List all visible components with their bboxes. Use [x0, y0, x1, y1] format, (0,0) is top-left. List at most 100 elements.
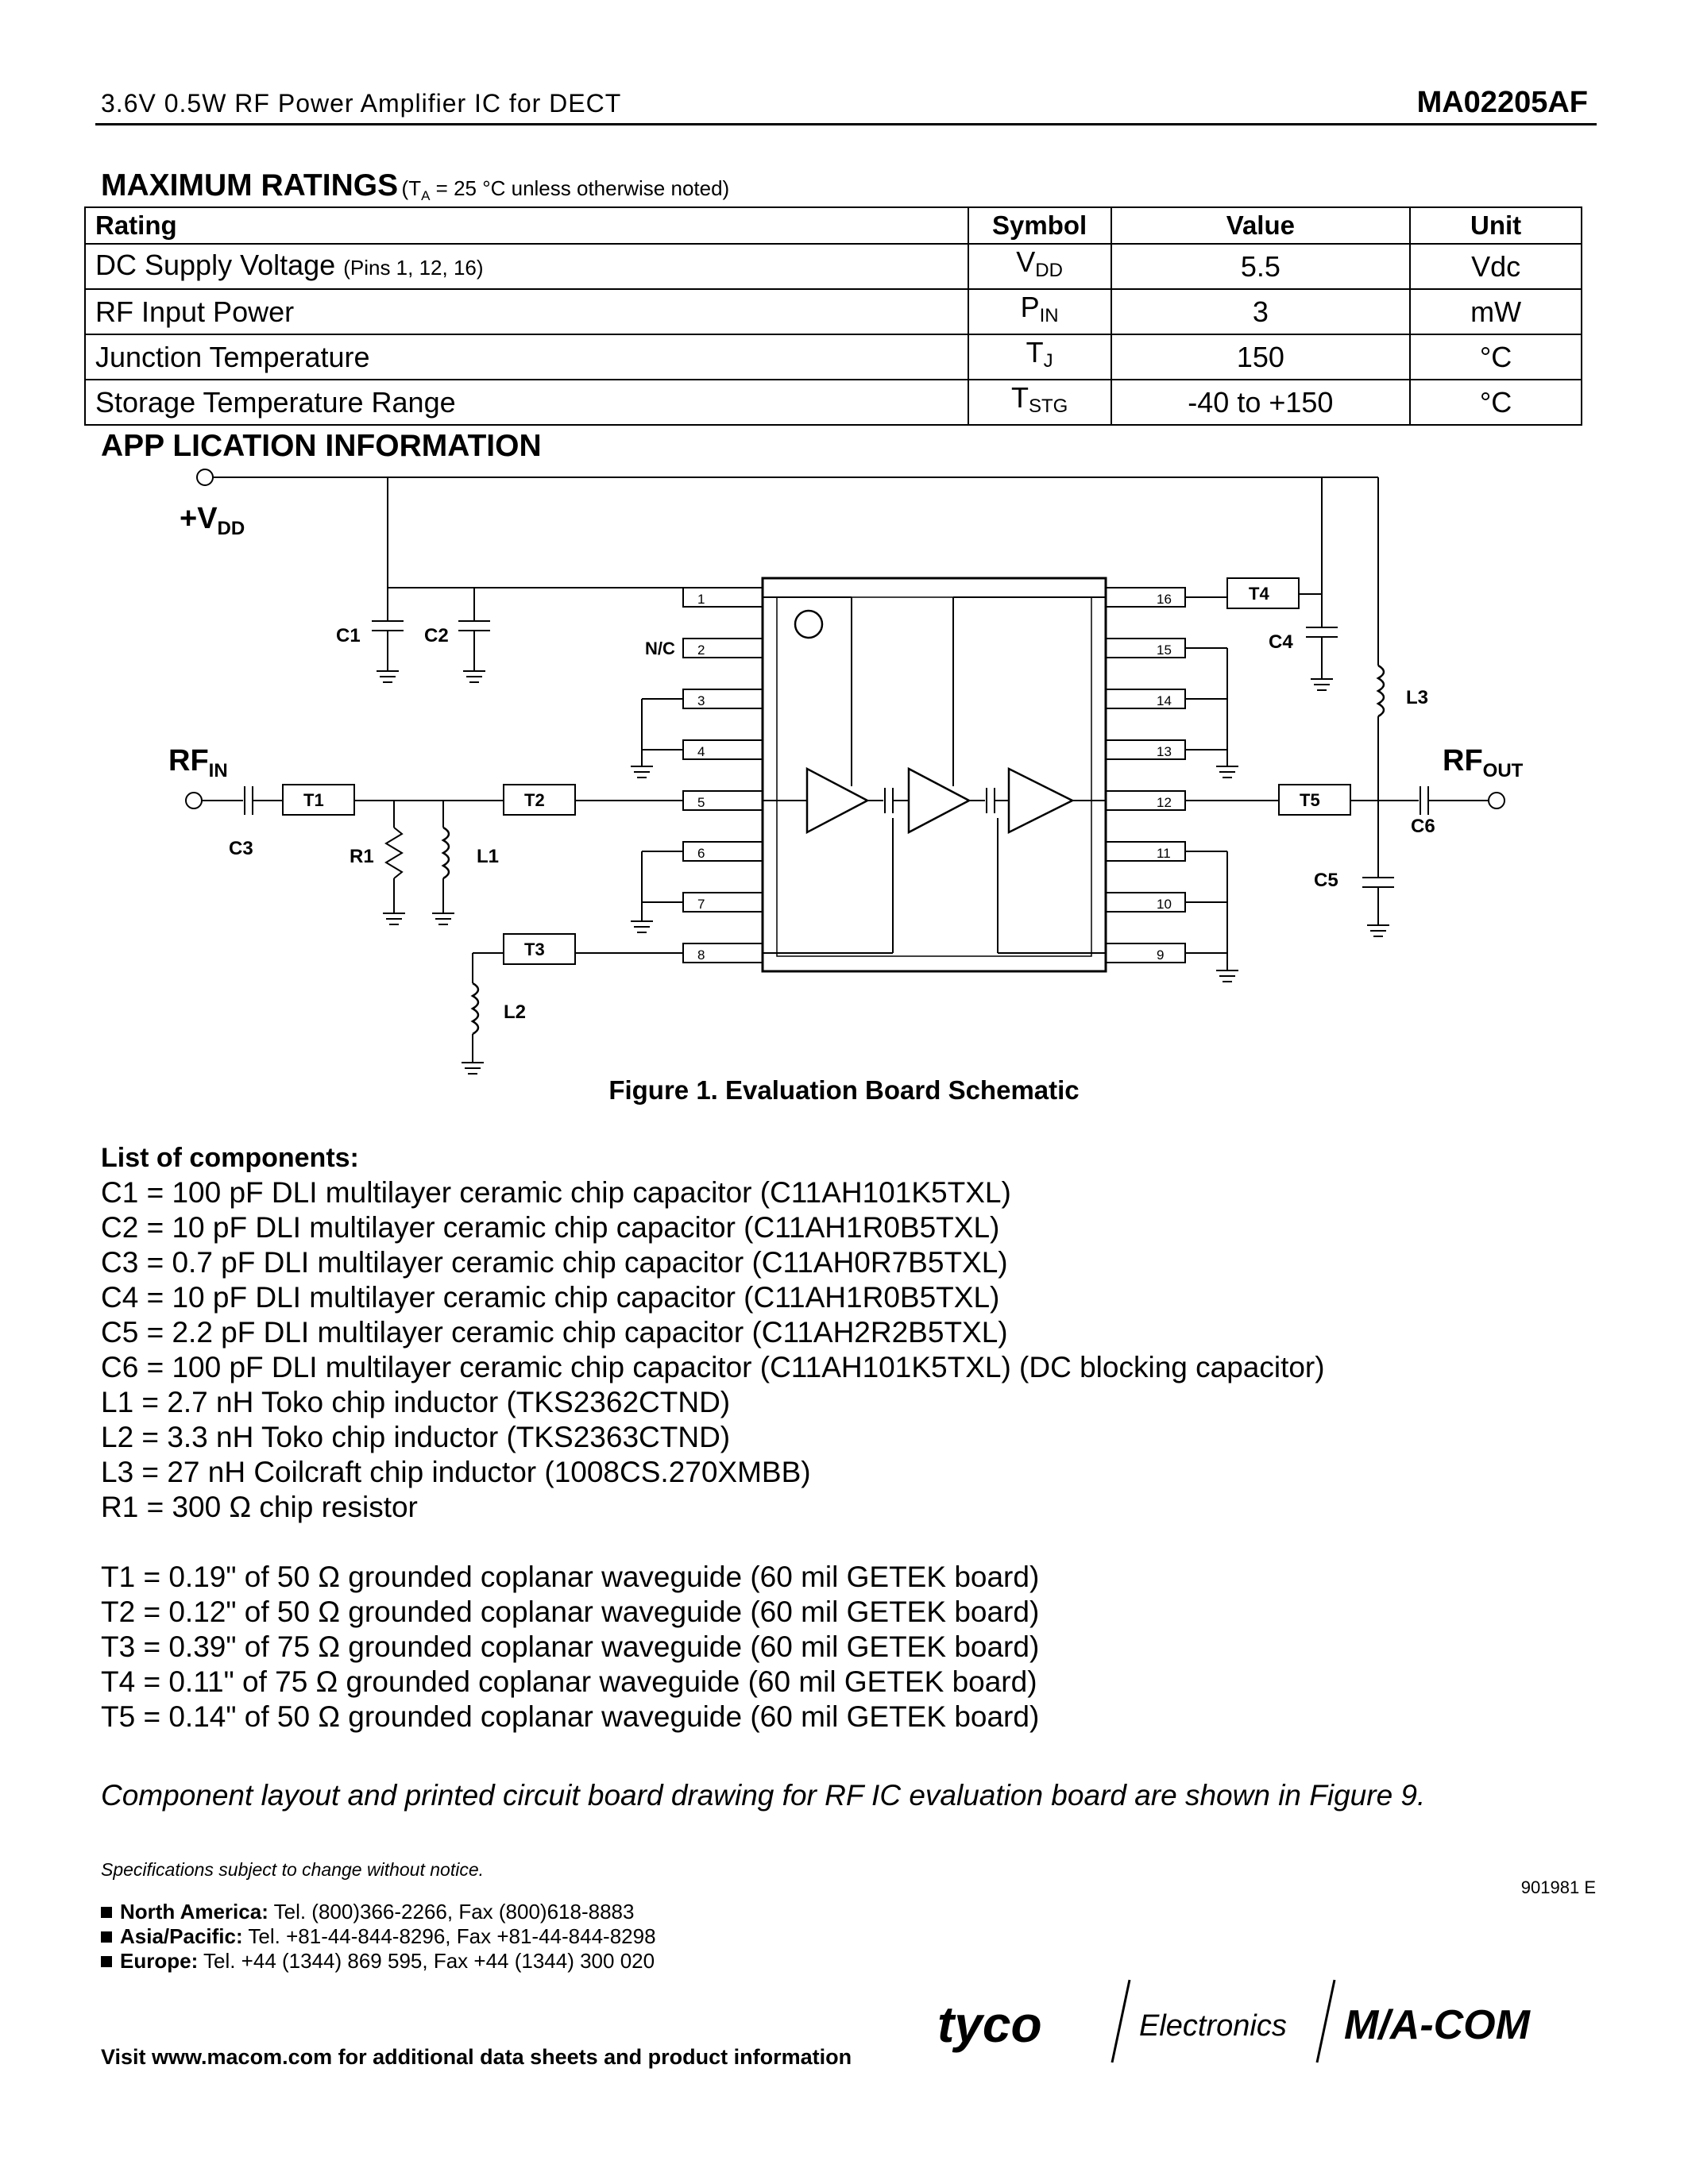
contact-asia-pacific: Asia/Pacific: Tel. +81-44-844-8296, Fax … [101, 1924, 656, 1949]
r1-resistor [384, 827, 404, 879]
r1-label: R1 [350, 846, 374, 867]
table-row: Junction Temperature TJ 150 °C [84, 334, 1582, 380]
vdd-label: +VDD [180, 502, 245, 539]
svg-text:8: 8 [697, 947, 705, 963]
list-item: C3 = 0.7 pF DLI multilayer ceramic chip … [101, 1246, 1008, 1279]
component-list-heading: List of components: [101, 1143, 359, 1173]
svg-text:T5: T5 [1300, 790, 1320, 810]
part-number: MA02205AF [1416, 86, 1588, 119]
svg-text:16: 16 [1157, 592, 1172, 607]
svg-text:7: 7 [697, 897, 705, 912]
column-header-rating: Rating [84, 206, 969, 245]
l3-label: L3 [1406, 687, 1428, 708]
c6-label: C6 [1411, 816, 1435, 837]
svg-text:9: 9 [1157, 947, 1164, 963]
column-header-unit: Unit [1409, 206, 1582, 245]
svg-text:5: 5 [697, 795, 705, 810]
bullet-icon [101, 1956, 112, 1967]
max-ratings-table: Rating Symbol Value Unit DC Supply Volta… [84, 206, 1582, 426]
svg-text:1: 1 [697, 592, 705, 607]
value-cell: 3 [1110, 288, 1412, 335]
svg-text:T1: T1 [303, 790, 324, 810]
rating-cell: DC Supply Voltage (Pins 1, 12, 16) [84, 243, 969, 290]
bullet-icon [101, 1931, 112, 1943]
svg-text:6: 6 [697, 846, 705, 861]
table-row: DC Supply Voltage (Pins 1, 12, 16) VDD 5… [84, 243, 1582, 290]
svg-text:T2: T2 [524, 790, 545, 810]
header-divider [95, 123, 1597, 125]
c4-label: C4 [1269, 631, 1293, 653]
c1-label: C1 [336, 625, 361, 646]
amp-stage-1 [805, 766, 870, 835]
t3-line [503, 933, 576, 965]
contact-list: North America: Tel. (800)366-2266, Fax (… [101, 1900, 656, 1974]
list-item: C4 = 10 pF DLI multilayer ceramic chip c… [101, 1281, 1000, 1314]
l1-label: L1 [477, 846, 499, 867]
evaluation-board-schematic: +VDD C1 C2 1 2 3 4 5 6 7 8 16 15 14 13 1… [168, 469, 1524, 1075]
bullet-icon [101, 1907, 112, 1918]
list-item: L3 = 27 nH Coilcraft chip inductor (1008… [101, 1456, 811, 1488]
rf-out-label: RFOUT [1443, 744, 1524, 781]
document-number: 901981 E [1520, 1877, 1596, 1897]
list-item: C1 = 100 pF DLI multilayer ceramic chip … [101, 1176, 1011, 1209]
contact-europe: Europe: Tel. +44 (1344) 869 595, Fax +44… [101, 1949, 656, 1974]
unit-cell: °C [1409, 379, 1582, 426]
svg-text:T3: T3 [524, 940, 545, 959]
list-item: L1 = 2.7 nH Toko chip inductor (TKS2362C… [101, 1386, 731, 1418]
column-header-value: Value [1110, 206, 1412, 245]
list-item: T2 = 0.12" of 50 Ω grounded coplanar wav… [101, 1596, 1040, 1628]
unit-cell: °C [1409, 334, 1582, 380]
column-header-symbol: Symbol [967, 206, 1112, 245]
svg-text:15: 15 [1157, 642, 1172, 658]
list-item: T1 = 0.19" of 50 Ω grounded coplanar wav… [101, 1561, 1040, 1593]
l2-label: L2 [504, 1001, 526, 1023]
list-item: T4 = 0.11" of 75 Ω grounded coplanar wav… [101, 1665, 1037, 1698]
spec-notice: Specifications subject to change without… [101, 1859, 485, 1880]
left-pins: 1 2 3 4 5 6 7 8 [682, 587, 763, 963]
amp-stage-3 [1007, 766, 1075, 835]
rating-cell: Storage Temperature Range [84, 379, 969, 426]
svg-text:11: 11 [1157, 846, 1171, 861]
list-item: C2 = 10 pF DLI multilayer ceramic chip c… [101, 1211, 1000, 1244]
l1-inductor [441, 826, 450, 880]
svg-text:Electronics: Electronics [1139, 2009, 1287, 2043]
value-cell: 150 [1110, 334, 1412, 380]
max-ratings-note: (TA = 25 °C unless otherwise noted) [401, 176, 730, 204]
amp-stage-2 [907, 766, 971, 835]
list-item: C5 = 2.2 pF DLI multilayer ceramic chip … [101, 1316, 1008, 1349]
table-header-row: Rating Symbol Value Unit [84, 206, 1582, 245]
list-item: C6 = 100 pF DLI multilayer ceramic chip … [101, 1351, 1325, 1383]
svg-text:14: 14 [1157, 693, 1172, 708]
c3-label: C3 [229, 838, 253, 859]
svg-text:10: 10 [1157, 897, 1172, 912]
svg-text:2: 2 [697, 642, 705, 658]
pin1-marker [794, 609, 824, 639]
svg-text:4: 4 [697, 744, 705, 759]
list-item: T5 = 0.14" of 50 Ω grounded coplanar wav… [101, 1700, 1040, 1733]
unit-cell: Vdc [1409, 243, 1582, 290]
svg-text:M/A-COM: M/A-COM [1344, 2002, 1532, 2048]
rf-in-label: RFIN [168, 744, 228, 781]
svg-text:13: 13 [1157, 744, 1172, 759]
figure-caption: Figure 1. Evaluation Board Schematic [608, 1075, 1080, 1105]
svg-text:3: 3 [697, 693, 705, 708]
contact-north-america: North America: Tel. (800)366-2266, Fax (… [101, 1900, 656, 1924]
application-title: APP LICATION INFORMATION [101, 429, 542, 463]
component-list: List of components: C1 = 100 pF DLI mult… [101, 1140, 1325, 1734]
svg-text:T4: T4 [1249, 584, 1269, 604]
c2-label: C2 [424, 625, 449, 646]
layout-note: Component layout and printed circuit boa… [101, 1779, 1426, 1812]
l2-inductor [470, 982, 480, 1036]
svg-text:tyco: tyco [937, 1996, 1042, 2053]
document-title: 3.6V 0.5W RF Power Amplifier IC for DECT [101, 89, 622, 118]
l3-inductor [1376, 664, 1385, 718]
table-row: Storage Temperature Range TSTG -40 to +1… [84, 379, 1582, 426]
visit-website-text: Visit www.macom.com for additional data … [101, 2045, 852, 2069]
symbol-cell: TSTG [967, 379, 1112, 426]
symbol-cell: PIN [967, 288, 1112, 335]
unit-cell: mW [1409, 288, 1582, 335]
list-item: R1 = 300 Ω chip resistor [101, 1491, 418, 1523]
symbol-cell: TJ [967, 334, 1112, 380]
rf-in-terminal [185, 792, 203, 809]
table-row: RF Input Power PIN 3 mW [84, 288, 1582, 335]
